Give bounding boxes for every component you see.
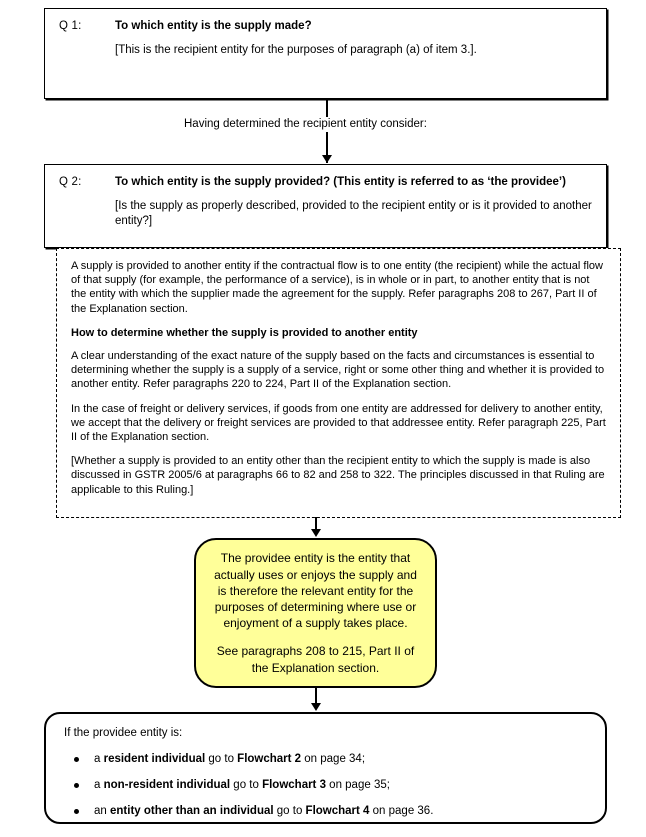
connector-conclusion-to-outcome-arrowhead [311,703,321,711]
explanation-paragraph-2: A clear understanding of the exact natur… [71,350,605,391]
bullet-mid: go to [230,779,263,791]
explanation-paragraph-3: In the case of freight or delivery servi… [71,402,606,444]
bullet-lead: a [94,779,104,791]
list-item[interactable]: a non-resident individual go to Flowchar… [64,778,589,793]
connector-explanation-to-conclusion-arrowhead [311,529,321,537]
bullet-tail: on page 36. [369,805,434,817]
bullet-bold-entity: entity other than an individual [110,805,274,817]
bullet-bold-target: Flowchart 4 [305,805,370,817]
explanation-paragraph-4: [Whether a supply is provided to an enti… [71,455,605,496]
bullet-lead: an [94,805,110,817]
bullet-dot-icon [74,809,79,814]
bullet-tail: on page 34; [301,753,366,765]
question-1-note: [This is the recipient entity for the pu… [115,44,477,56]
outcome-intro: If the providee entity is: [64,727,183,739]
conclusion-box: The providee entity is the entity that a… [194,538,437,688]
bullet-mid: go to [273,805,306,817]
bullet-bold-entity: resident individual [103,753,206,765]
question-1-box: Q 1: To which entity is the supply made?… [44,8,607,99]
bullet-bold-target: Flowchart 3 [262,779,326,791]
question-1-title: To which entity is the supply made? [115,20,312,32]
bullet-bold-entity: non-resident individual [103,779,231,791]
connector-q1-to-q2-arrowhead [322,155,332,163]
bullet-mid: go to [205,753,238,765]
question-1-label: Q 1: [59,20,82,32]
explanation-panel: A supply is provided to another entity i… [56,248,621,518]
question-2-title: To which entity is the supply provided? … [115,176,566,188]
bullet-dot-icon [74,783,79,788]
bullet-lead: a [94,753,104,765]
explanation-heading: How to determine whether the supply is p… [71,326,418,339]
list-item[interactable]: an entity other than an individual go to… [64,804,589,819]
bullet-dot-icon [74,757,79,762]
connector-q1-to-q2-label: Having determined the recipient entity c… [176,117,435,132]
conclusion-reference: See paragraphs 208 to 215, Part II of th… [216,644,415,675]
outcome-box: If the providee entity is: a resident in… [44,712,607,824]
question-2-label: Q 2: [59,176,82,188]
question-2-box: Q 2: To which entity is the supply provi… [44,164,607,248]
bullet-tail: on page 35; [325,779,390,791]
conclusion-statement: The providee entity is the entity that a… [214,551,417,631]
explanation-paragraph-1: A supply is provided to another entity i… [71,260,603,315]
connector-explanation-to-conclusion-line [315,517,317,533]
outcome-bullet-list: a resident individual go to Flowchart 2 … [64,752,589,819]
connector-conclusion-to-outcome-line [315,688,317,708]
list-item[interactable]: a resident individual go to Flowchart 2 … [64,752,589,767]
question-2-note: [Is the supply as properly described, pr… [115,200,592,227]
bullet-bold-target: Flowchart 2 [237,753,302,765]
